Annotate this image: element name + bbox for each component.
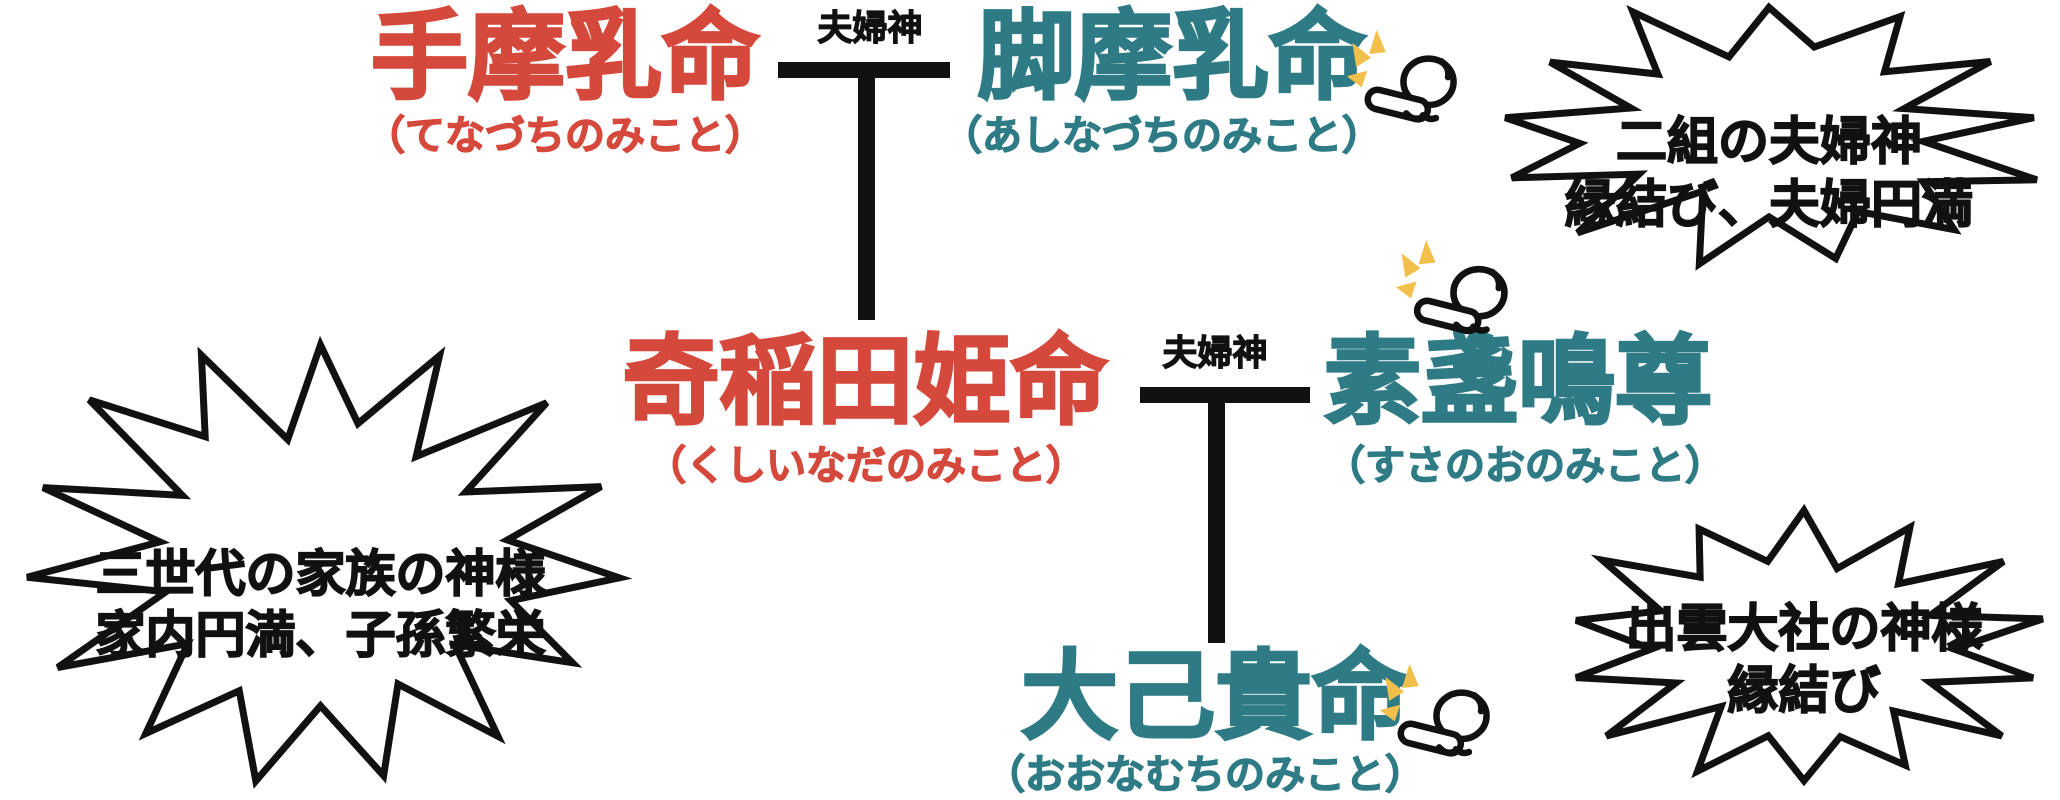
deity-name-kushiinada: 奇稲田姫命: [621, 325, 1109, 438]
bubble-family-line1: 三世代の家族の神様: [95, 544, 547, 604]
sparkle-icon: [1395, 239, 1436, 299]
pointing-hand-icon: [1394, 238, 1512, 338]
starburst-bubble-izumo: 出雲大社の神様 縁結び: [1545, 500, 2060, 798]
descent-line-mid: [1208, 387, 1225, 643]
bubble-text-izumo: 出雲大社の神様 縁結び: [1545, 512, 2060, 800]
couple-label-top: 夫婦神: [817, 9, 923, 49]
starburst-outline: [8, 312, 633, 797]
deity-reading-onamuchi: （おおなむちのみこと）: [984, 752, 1425, 798]
starburst-bubble-couple: 二組の夫婦神 縁結び、夫婦円満: [1475, 0, 2060, 275]
marriage-connector-mid-horizontal: [1140, 387, 1310, 403]
starburst-outline: [1545, 500, 2060, 798]
deity-reading-kushiinada: （くしいなだのみこと）: [645, 443, 1086, 489]
pointing-hand-icon: [1345, 28, 1461, 140]
bubble-text-couple: 二組の夫婦神 縁結び、夫婦円満: [1475, 32, 2060, 317]
bubble-couple-line2: 縁結び、夫婦円満: [1564, 175, 1974, 236]
sparkle-icon: [1346, 29, 1386, 88]
deity-name-tenazuchi: 手摩乳命: [370, 0, 761, 113]
bubble-text-family: 三世代の家族の神様 家内円満、子孫繁栄: [8, 362, 633, 800]
bubble-couple-line1: 二組の夫婦神: [1615, 112, 1923, 173]
bubble-izumo-line2: 縁結び: [1727, 661, 1882, 722]
bubble-family-line2: 家内円満、子孫繁栄: [95, 605, 547, 665]
descent-line-top: [858, 62, 875, 320]
deity-name-susanoo: 素盞鳴尊: [1323, 325, 1714, 438]
deity-name-onamuchi: 大己貴命: [1020, 640, 1411, 753]
bubble-izumo-line1: 出雲大社の神様: [1625, 599, 1984, 660]
deity-reading-susanoo: （すさのおのみこと）: [1324, 443, 1725, 489]
pointing-hand-icon: [1378, 662, 1494, 757]
couple-label-mid: 夫婦神: [1162, 334, 1268, 374]
deity-reading-tenazuchi: （てなづちのみこと）: [364, 113, 765, 159]
sparkle-icon: [1379, 663, 1419, 722]
deity-reading-ashinazuchi: （あしなづちのみこと）: [941, 113, 1382, 159]
starburst-bubble-family: 三世代の家族の神様 家内円満、子孫繁栄: [8, 312, 633, 797]
deity-name-ashinazuchi: 脚摩乳命: [977, 0, 1368, 113]
starburst-outline: [1475, 0, 2060, 275]
